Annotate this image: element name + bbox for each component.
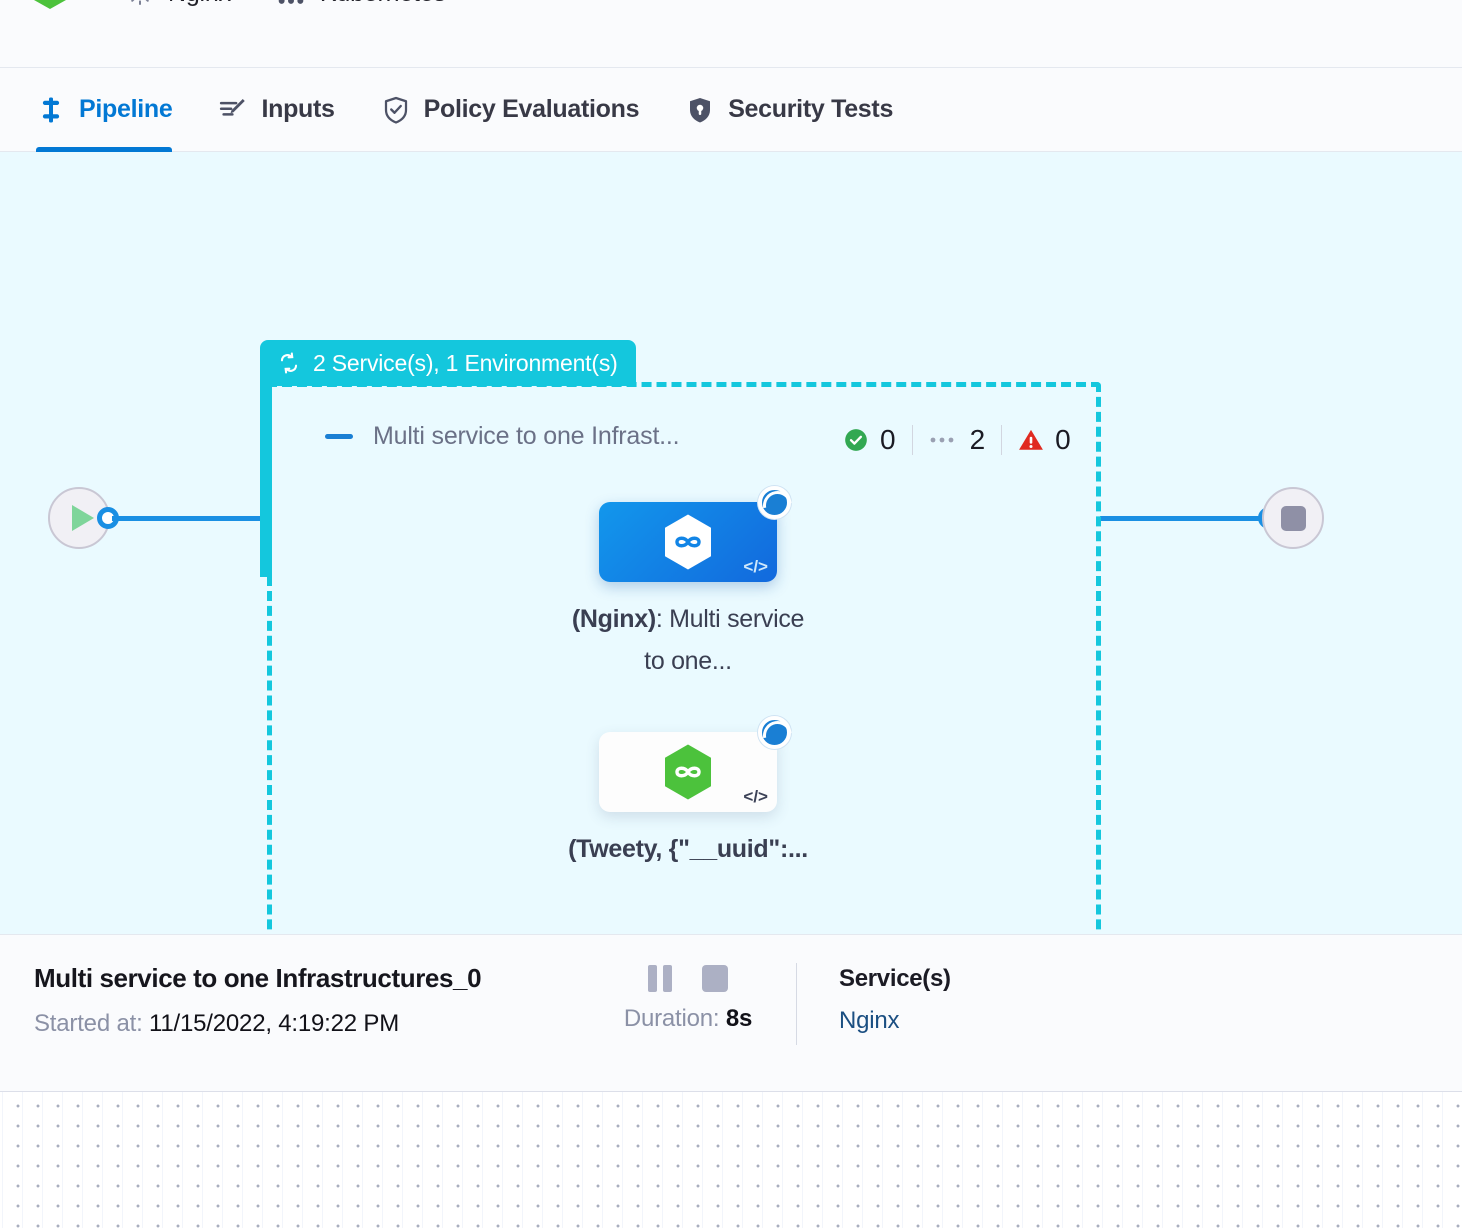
started-at-label: Started at: — [34, 1010, 143, 1037]
services-header: Service(s) — [839, 965, 951, 992]
tab-label-inputs: Inputs — [261, 95, 335, 123]
pipeline-node-nginx[interactable]: </> (Nginx): Multi service to one... — [572, 486, 808, 682]
pipeline-node-tweety[interactable]: </> (Tweety, {"__uuid":... — [568, 716, 808, 870]
pending-dots-icon — [930, 437, 953, 443]
duration-label: Duration: — [623, 1005, 720, 1032]
wire-group-to-end — [1100, 516, 1268, 521]
group-badge[interactable]: 2 Service(s), 1 Environment(s) — [260, 340, 636, 386]
minus-icon[interactable] — [325, 434, 353, 439]
hexagon-infinity-icon — [665, 514, 711, 570]
code-brackets-icon: </> — [743, 787, 768, 806]
breadcrumb-item-service[interactable]: Nginx — [125, 0, 231, 8]
tab-bar: Pipeline Inputs Policy Evaluations — [0, 68, 1462, 152]
shield-check-icon — [384, 96, 407, 124]
group-container — [267, 382, 1101, 934]
pencil-edit-icon — [220, 98, 246, 116]
tab-security-tests[interactable]: Security Tests — [685, 68, 893, 152]
hexagon-infinity-icon — [665, 744, 711, 800]
tab-pipeline[interactable]: Pipeline — [36, 68, 173, 152]
execution-title: Multi service to one Infrastructures_0 — [34, 963, 482, 993]
code-brackets-icon: </> — [743, 557, 768, 576]
pipeline-canvas[interactable]: 2 Service(s), 1 Environment(s) Multi ser… — [0, 152, 1462, 934]
pipeline-end-node[interactable] — [1262, 487, 1324, 549]
node-card[interactable]: </> — [599, 716, 791, 812]
node-label-bold-part: (Tweety, {"__uuid":... — [568, 835, 808, 863]
status-pending-count: 2 — [969, 424, 986, 455]
group-status-summary: 0 2 0 — [843, 424, 1087, 456]
dot-grid-canvas[interactable] — [0, 1092, 1462, 1228]
group-header[interactable]: Multi service to one Infrast... — [325, 422, 680, 451]
group-badge-label: 2 Service(s), 1 Environment(s) — [313, 349, 618, 376]
node-label-rest-part: : Multi service to one... — [644, 605, 805, 675]
execution-detail-bar: Multi service to one Infrastructures_0 S… — [0, 934, 1462, 1092]
running-spinner-icon — [758, 486, 791, 519]
breadcrumb-item-environment[interactable]: Kubernetes — [275, 0, 446, 8]
loop-repeat-icon — [280, 352, 298, 374]
warning-triangle-icon — [1019, 429, 1044, 450]
services-value[interactable]: Nginx — [839, 1007, 900, 1034]
pause-button[interactable] — [648, 965, 672, 992]
breadcrumb-label-service: Nginx — [168, 0, 231, 8]
duration-block: Duration: 8s — [580, 935, 796, 1033]
running-spinner-icon — [758, 716, 791, 749]
check-circle-icon — [845, 429, 867, 451]
hexagon-infinity-logo — [34, 0, 66, 9]
gear-icon — [131, 0, 149, 5]
breadcrumb-bar: Nginx Kubernetes — [0, 0, 1462, 68]
status-error-count: 0 — [1055, 424, 1071, 455]
group-title: Multi service to one Infrast... — [373, 422, 680, 450]
detail-divider — [796, 963, 797, 1045]
tab-label-policy-evaluations: Policy Evaluations — [423, 95, 640, 123]
group-left-bar — [260, 377, 272, 577]
stop-button[interactable] — [702, 965, 728, 992]
duration-text: Duration: 8s — [580, 1005, 796, 1033]
started-at-value: 11/15/2022, 4:19:22 PM — [149, 1010, 400, 1037]
tab-policy-evaluations[interactable]: Policy Evaluations — [381, 68, 640, 152]
detail-summary: Multi service to one Infrastructures_0 S… — [0, 935, 580, 1038]
status-pending: 2 — [913, 424, 1002, 456]
playback-controls — [580, 965, 796, 992]
kubernetes-icon — [278, 0, 304, 4]
node-label-nginx: (Nginx): Multi service to one... — [568, 598, 808, 682]
breadcrumb-item-project[interactable] — [32, 0, 81, 18]
status-success: 0 — [843, 424, 912, 456]
shield-lock-icon — [690, 97, 711, 122]
node-label-bold-part: (Nginx) — [571, 605, 656, 633]
tab-inputs[interactable]: Inputs — [218, 68, 335, 152]
services-column: Service(s) Nginx — [797, 935, 951, 1035]
node-label-tweety: (Tweety, {"__uuid":... — [568, 828, 808, 870]
wire-start-to-group — [112, 516, 272, 521]
execution-started-at: Started at: 11/15/2022, 4:19:22 PM — [34, 1010, 580, 1038]
status-divider — [911, 425, 913, 455]
duration-value: 8s — [725, 1005, 753, 1032]
breadcrumb-label-environment: Kubernetes — [320, 0, 446, 8]
stop-square-icon — [1280, 505, 1306, 531]
tab-label-pipeline: Pipeline — [79, 95, 173, 123]
status-success-count: 0 — [880, 424, 896, 455]
tab-label-security-tests: Security Tests — [728, 95, 894, 123]
pipeline-icon — [42, 97, 60, 122]
status-divider — [1001, 425, 1003, 455]
node-card[interactable]: </> — [599, 486, 791, 582]
play-icon — [71, 505, 94, 531]
status-error: 0 — [1002, 424, 1087, 456]
